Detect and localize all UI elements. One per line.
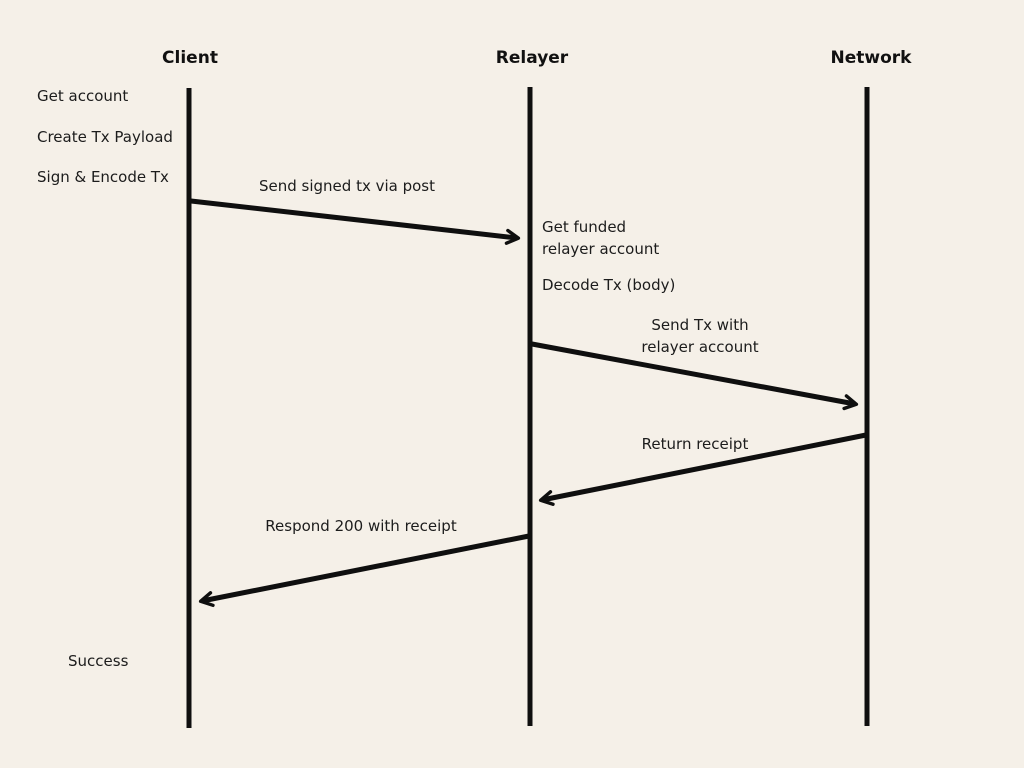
note-sign-encode-tx: Sign & Encode Tx: [37, 168, 169, 186]
message-label-return-receipt: Return receipt: [641, 435, 749, 453]
actor-title-network: Network: [830, 48, 912, 68]
note-get-funded-relayer-account: Get funded relayer account: [542, 218, 660, 258]
note-create-tx-payload: Create Tx Payload: [37, 128, 173, 146]
note-decode-tx-body: Decode Tx (body): [542, 276, 676, 294]
actor-title-relayer: Relayer: [495, 48, 569, 68]
arrow-client-to-relayer: [190, 198, 521, 245]
arrow-relayer-to-client: [198, 533, 530, 608]
message-label-send-tx-relayer-account: Send Tx with relayer account: [641, 316, 759, 356]
arrow-relayer-to-network: [531, 341, 859, 411]
arrow-network-to-relayer: [538, 432, 867, 506]
message-label-respond-200: Respond 200 with receipt: [265, 517, 457, 535]
actor-title-client: Client: [162, 48, 218, 68]
message-label-send-signed-tx: Send signed tx via post: [258, 177, 436, 195]
note-get-account: Get account: [37, 87, 129, 105]
note-success: Success: [68, 652, 129, 670]
